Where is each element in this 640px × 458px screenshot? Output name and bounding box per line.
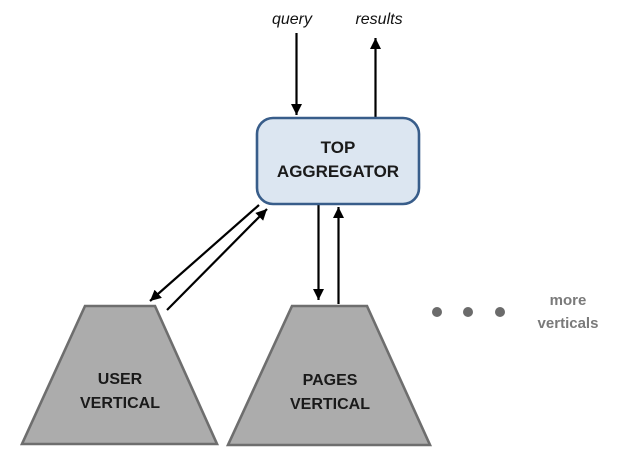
user-vertical-label-line2: VERTICAL — [80, 395, 160, 412]
query-label: query — [272, 11, 313, 28]
more-verticals-line1: more — [550, 292, 587, 309]
pages-vertical-label-line1: PAGES — [303, 372, 358, 389]
more-verticals-caption: more verticals — [538, 292, 599, 332]
user-vertical-shape — [19, 304, 220, 446]
top-aggregator-label-line2: AGGREGATOR — [277, 162, 399, 181]
ellipsis-dots-icon — [432, 307, 505, 317]
user-vertical-node: USER VERTICAL — [19, 304, 220, 446]
top-aggregator-label-line1: TOP — [321, 138, 356, 157]
pages-vertical-label-line2: VERTICAL — [290, 396, 370, 413]
more-verticals-line2: verticals — [538, 315, 599, 332]
pages-vertical-node: PAGES VERTICAL — [225, 304, 433, 447]
top-aggregator-node: TOP AGGREGATOR — [255, 116, 421, 206]
aggregator-to-user-arrow — [149, 204, 260, 302]
user-to-aggregator-arrow — [166, 208, 268, 311]
user-vertical-label-line1: USER — [98, 371, 143, 388]
results-label: results — [355, 11, 402, 28]
top-aggregator-box — [255, 116, 421, 206]
pages-vertical-shape — [225, 304, 433, 447]
